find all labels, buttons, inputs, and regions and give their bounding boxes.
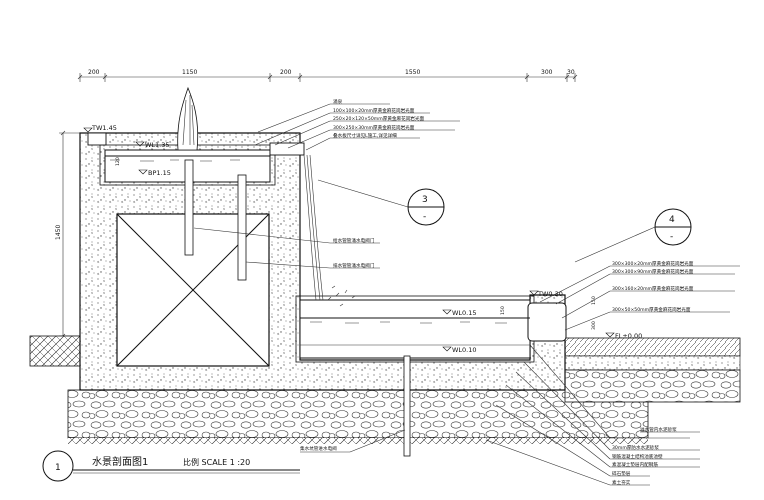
callout-stone-6: 300×160×20mm厚黄金麻花岗岩光面 bbox=[612, 285, 694, 292]
callout-stone-5: 300×300×90mm厚黄金麻花岗岩光面 bbox=[612, 268, 694, 275]
dim-small-a: 120 bbox=[115, 157, 121, 166]
callout-sump: 集水坑管进水电阀 bbox=[300, 445, 337, 452]
dim-top-6: 30 bbox=[567, 69, 575, 76]
level-tw-low: TW0.30 bbox=[537, 290, 563, 298]
drawing-scale: 比例 SCALE 1 :20 bbox=[183, 457, 250, 467]
water-surfaces bbox=[105, 155, 530, 346]
title-block: 1 水景剖面图1 比例 SCALE 1 :20 bbox=[42, 450, 300, 482]
small-dimensions: 120 150 150 300 bbox=[115, 157, 597, 330]
detail-bubble-4: 4 - bbox=[574, 208, 692, 263]
leader-lines bbox=[193, 103, 740, 486]
level-fl: FL±0.00 bbox=[615, 332, 642, 340]
callout-overflow: 溢水管内水泥砂浆 bbox=[640, 426, 677, 433]
level-bp-high: BP1.15 bbox=[148, 169, 171, 177]
callout-fountain: 涌泉 bbox=[333, 98, 343, 105]
callout-waterproof: 30mm厚防水水泥砂浆 bbox=[612, 444, 659, 451]
dim-top-1: 200 bbox=[88, 69, 100, 76]
bubble-3-number: 3 bbox=[422, 195, 428, 205]
fountain-jet bbox=[177, 86, 199, 151]
callout-gravel: 碎石垫层 bbox=[612, 470, 631, 477]
callout-stone-7: 300×50×50mm厚黄金麻花岗岩光面 bbox=[612, 306, 691, 313]
top-dimension-chain: 200 1150 200 1550 300 30 bbox=[77, 69, 578, 82]
callout-stone-3: 300×250×30mm厚黄金麻花岗岩光面 bbox=[333, 124, 415, 131]
dim-right-a: 150 bbox=[591, 296, 597, 305]
dim-top-2: 1150 bbox=[182, 69, 197, 76]
pipes bbox=[184, 159, 411, 457]
dim-top-3: 200 bbox=[280, 69, 292, 76]
drawing-number: 1 bbox=[55, 463, 61, 473]
level-wl-low: WL0.15 bbox=[452, 309, 477, 317]
dim-small-b: 150 bbox=[500, 306, 506, 315]
callout-drain-pipe: 排水管管涌水电阀门 bbox=[333, 262, 375, 269]
level-tw-high: TW1.45 bbox=[91, 124, 117, 132]
drawing-title: 水景剖面图1 bbox=[92, 455, 148, 468]
level-marks: TW1.45 WL1.35 BP1.15 TW0.30 WL0.15 WL0.1… bbox=[83, 124, 642, 354]
callout-weir: 叠水板尺寸详见L施工,详见详细 bbox=[333, 132, 397, 139]
level-wl-high: WL1.35 bbox=[145, 141, 170, 149]
bubble-4-number: 4 bbox=[669, 215, 675, 225]
left-dimension: 1450 bbox=[55, 130, 82, 339]
callout-soil: 素土夯实 bbox=[612, 479, 631, 486]
dim-top-4: 1550 bbox=[405, 69, 420, 76]
detail-bubble-3: 3 - bbox=[317, 179, 445, 226]
dim-right-b: 300 bbox=[591, 321, 597, 330]
dim-left-height: 1450 bbox=[55, 225, 62, 240]
bubble-4-sheet: - bbox=[670, 232, 673, 242]
callout-supply-pipe: 给水管管涌水电阀门 bbox=[333, 237, 375, 244]
bubble-3-sheet: - bbox=[423, 212, 426, 222]
waterfall-curtain bbox=[303, 154, 356, 307]
callout-concrete-base: 素混凝土垫层内配钢筋 bbox=[612, 461, 658, 468]
dim-top-5: 300 bbox=[541, 69, 553, 76]
callout-texts: 涌泉 100×100×20mm厚黄金麻花岗岩光面 250×20×120×50mm… bbox=[300, 98, 694, 486]
callout-stone-4: 300×300×20mm厚黄金麻花岗岩光面 bbox=[612, 260, 694, 267]
callout-rc-structure: 钢筋混凝土结构池底池壁 bbox=[612, 453, 663, 460]
callout-stone-2: 250×20×120×50mm厚黄金麻花岗岩光面 bbox=[333, 115, 424, 122]
callout-stone-1: 100×100×20mm厚黄金麻花岗岩光面 bbox=[333, 107, 415, 114]
level-bp-low: WL0.10 bbox=[452, 346, 477, 354]
